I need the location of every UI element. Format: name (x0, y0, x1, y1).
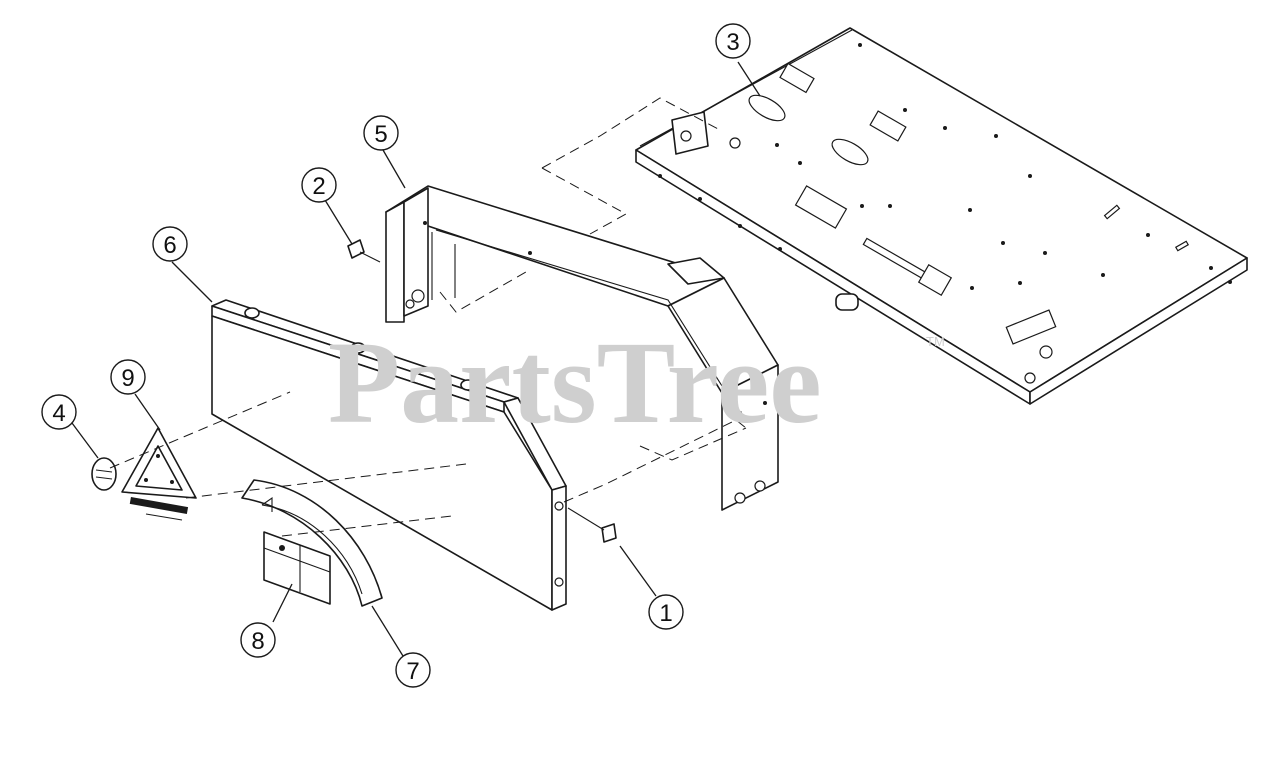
callout-5-label: 5 (374, 121, 387, 148)
callout-7-label: 7 (406, 658, 419, 685)
part-3-chassis-plate (635, 27, 1248, 405)
callout-3: 3 (715, 23, 751, 59)
callout-2: 2 (301, 167, 337, 203)
part-9-triangle-emblem (121, 427, 197, 521)
callout-6: 6 (152, 226, 188, 262)
callout-4-label: 4 (52, 400, 65, 427)
callout-6-label: 6 (163, 232, 176, 259)
assembly-lines (109, 97, 747, 537)
callout-1-label: 1 (659, 600, 672, 627)
partstree-watermark: PartsTree TM (328, 317, 945, 448)
part-7-arc-decal (241, 479, 383, 607)
callout-5: 5 (363, 115, 399, 151)
part-8-label-decal (263, 531, 331, 605)
callout-3-label: 3 (726, 29, 739, 56)
watermark-trademark: TM (926, 334, 945, 349)
watermark-text: PartsTree (328, 317, 822, 448)
callout-leaders (71, 61, 761, 657)
callout-7: 7 (395, 652, 431, 688)
part-2-screw (347, 239, 381, 263)
callout-9: 9 (110, 359, 146, 395)
part-6-front-panel (211, 299, 567, 611)
part-1-screw (567, 507, 617, 543)
callout-1: 1 (648, 594, 684, 630)
callout-8: 8 (240, 622, 276, 658)
part-5-bracket-panel (385, 185, 779, 511)
callout-4: 4 (41, 394, 77, 430)
part-4-round-badge (91, 457, 117, 491)
callout-8-label: 8 (251, 628, 264, 655)
callout-2-label: 2 (312, 173, 325, 200)
callout-9-label: 9 (121, 365, 134, 392)
